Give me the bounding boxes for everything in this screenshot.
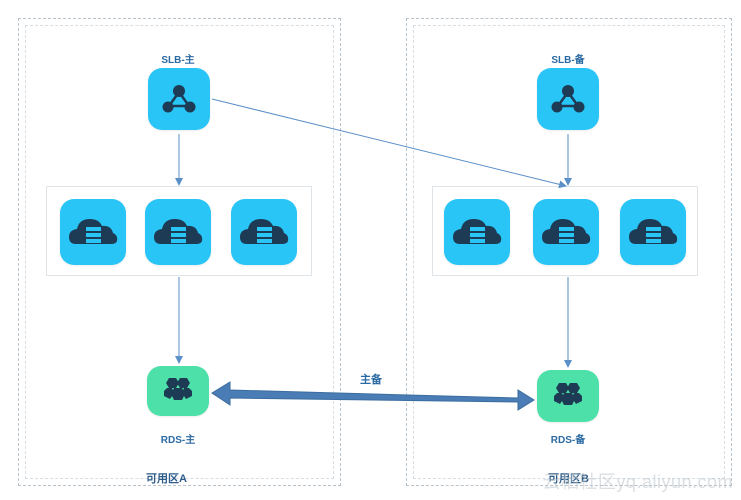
database-cluster-icon — [554, 383, 582, 405]
rds-primary-label: RDS-主 — [160, 435, 196, 446]
cloud-server-node-b1 — [444, 199, 510, 265]
load-balancer-icon — [551, 85, 585, 113]
cloud-server-node-a3 — [231, 199, 297, 265]
load-balancer-icon — [162, 85, 196, 113]
zone-a-label: 可用区A — [146, 473, 187, 485]
watermark-text: 云栖社区yq.aliyun.com — [542, 472, 733, 492]
cloud-server-icon — [629, 219, 678, 244]
slb-standby-label: SLB-备 — [551, 55, 585, 66]
slb-primary-node — [148, 68, 210, 130]
slb-primary-label: SLB-主 — [161, 55, 195, 66]
rds-primary-node — [147, 366, 209, 416]
cloud-server-icon — [69, 219, 118, 244]
cloud-server-icon — [453, 219, 502, 244]
replication-label: 主备 — [360, 374, 382, 386]
slb-standby-node — [537, 68, 599, 130]
zone-b-label: 可用区B — [548, 473, 589, 485]
cloud-server-icon — [542, 219, 591, 244]
cloud-server-node-b2 — [533, 199, 599, 265]
cloud-server-node-b3 — [620, 199, 686, 265]
cloud-server-node-a1 — [60, 199, 126, 265]
availability-zone-b — [406, 18, 732, 486]
cloud-server-node-a2 — [145, 199, 211, 265]
replication-double-arrow — [211, 381, 535, 411]
cloud-server-icon — [154, 219, 203, 244]
database-cluster-icon — [164, 378, 192, 400]
slb-primary-to-group-b-connector — [211, 98, 567, 189]
cloud-server-icon — [240, 219, 289, 244]
rds-standby-label: RDS-备 — [550, 435, 586, 446]
availability-zone-a — [18, 18, 341, 486]
rds-standby-node — [537, 370, 599, 422]
